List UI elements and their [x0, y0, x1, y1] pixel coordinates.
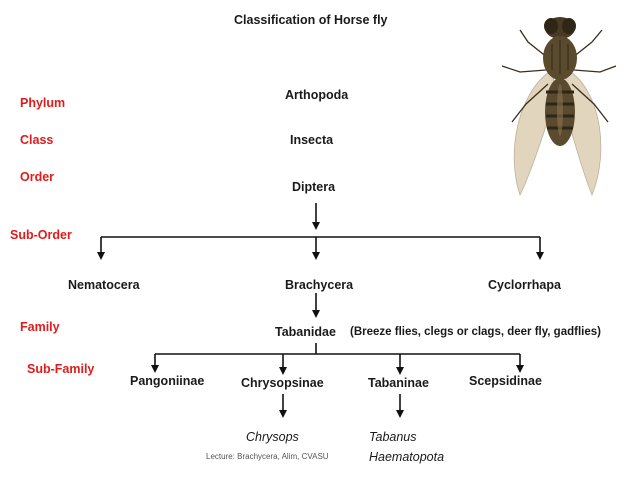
diagram-title: Classification of Horse fly: [234, 13, 388, 27]
genus-haematopota: Haematopota: [369, 450, 445, 464]
taxon-class: Insecta: [290, 133, 334, 147]
taxon-suborder-cyclorrhapa: Cyclorrhapa: [488, 278, 561, 292]
taxon-subfamily-tabaninae: Tabaninae: [368, 376, 429, 390]
genus-tabanus: Tabanus: [369, 430, 417, 444]
lecture-footer: Lecture: Brachycera, Alim, CVASU: [206, 452, 329, 461]
rank-label-order: Order: [20, 170, 55, 184]
family-common-names: (Breeze flies, clegs or clags, deer fly,…: [350, 326, 601, 338]
rank-label-subfamily: Sub-Family: [27, 362, 95, 376]
taxon-subfamily-chrysopsinae: Chrysopsinae: [241, 376, 324, 390]
genus-chrysops: Chrysops: [246, 430, 299, 444]
taxon-phylum: Arthopoda: [285, 88, 349, 102]
rank-label-class: Class: [20, 133, 54, 147]
taxon-subfamily-pangoniinae: Pangoniinae: [130, 374, 205, 388]
rank-label-phylum: Phylum: [20, 96, 66, 110]
taxon-family-tabanidae: Tabanidae: [275, 325, 336, 339]
taxon-order: Diptera: [292, 180, 336, 194]
rank-label-suborder: Sub-Order: [10, 228, 72, 242]
rank-label-family: Family: [20, 320, 60, 334]
taxon-suborder-nematocera: Nematocera: [68, 278, 140, 292]
taxon-suborder-brachycera: Brachycera: [285, 278, 354, 292]
taxon-subfamily-scepsidinae: Scepsidinae: [469, 374, 542, 388]
